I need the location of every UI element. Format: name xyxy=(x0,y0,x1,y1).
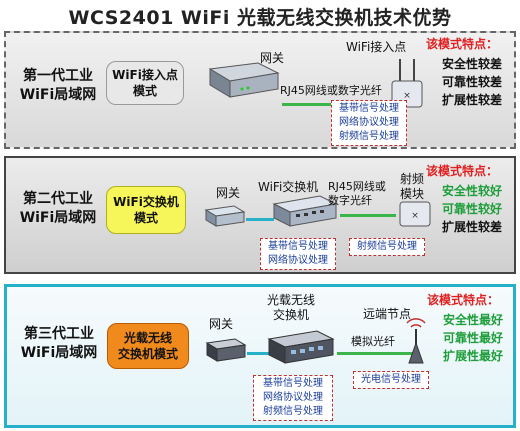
gen2-rf-label: 射频 模块 xyxy=(400,172,425,201)
gen2-label: 第二代工业 WiFi局域网 xyxy=(19,191,97,226)
gen3-processing-box: 基带信号处理 网络协议处理 射频信号处理 xyxy=(253,375,333,421)
gen3-box-item: 光电信号处理 xyxy=(361,374,421,385)
page-title: WCS2401 WiFi 光载无线交换机技术优势 xyxy=(68,7,452,29)
gen2-link-line xyxy=(340,214,396,217)
gen2-rf-module-icon: × xyxy=(399,201,431,227)
gen2-box-item: 网络协议处理 xyxy=(268,255,328,266)
gen3-feature-title: 该模式特点： xyxy=(427,293,500,307)
gen3-box-item: 网络协议处理 xyxy=(263,392,323,403)
gen2-box-item: 射频信号处理 xyxy=(357,241,417,252)
gen1-label: 第一代工业 WiFi局域网 xyxy=(19,68,97,103)
gen2-panel: 第二代工业 WiFi局域网 WiFi交换机 模式 网关 WiFi交换机 RJ45… xyxy=(4,156,516,274)
gen2-gateway-link xyxy=(246,218,274,221)
gen1-feature-title: 该模式特点： xyxy=(426,37,499,51)
gen1-processing-box: 基带信号处理 网络协议处理 射频信号处理 xyxy=(331,100,407,146)
gen1-feature-item: 安全性较差 xyxy=(442,57,503,71)
gen3-remote-node-icon xyxy=(406,318,426,364)
gen3-box-item: 基带信号处理 xyxy=(263,378,323,389)
gen1-feature-list: 安全性较差 可靠性较差 扩展性较差 xyxy=(442,55,502,109)
gen3-feature-list: 安全性最好 可靠性最好 扩展性最好 xyxy=(443,311,503,365)
gen2-feature-item: 可靠性较好 xyxy=(442,202,503,216)
gen1-panel: 第一代工业 WiFi局域网 WiFi接入点 模式 网关 RJ45网线或数字光纤 … xyxy=(4,31,516,149)
svg-text:×: × xyxy=(411,211,419,221)
gen3-label: 第三代工业 WiFi局域网 xyxy=(20,326,98,361)
gen2-link-label: RJ45网线或 数字光纤 xyxy=(328,180,386,207)
gen2-mode-badge: WiFi交换机 模式 xyxy=(106,186,186,234)
gen2-feature-item: 安全性较好 xyxy=(442,184,503,198)
gen1-feature-item: 可靠性较差 xyxy=(442,75,503,89)
gen1-ap-label: WiFi接入点 xyxy=(346,40,407,54)
gen2-box-item: 基带信号处理 xyxy=(268,241,328,252)
gen2-gateway-device-icon xyxy=(204,205,246,227)
gen2-feature-title: 该模式特点： xyxy=(426,164,499,178)
gen3-gateway-device-icon xyxy=(205,338,247,362)
gen3-gateway-label: 网关 xyxy=(209,317,234,331)
gen1-box-item: 网络协议处理 xyxy=(339,117,399,128)
gen1-box-item: 射频信号处理 xyxy=(339,131,399,142)
gen3-mode-badge: 光载无线 交换机模式 xyxy=(107,323,189,369)
gen2-feature-list: 安全性较好 可靠性较好 扩展性较差 xyxy=(442,182,502,236)
gen3-oe-processing-box: 光电信号处理 xyxy=(353,371,429,389)
svg-text:×: × xyxy=(403,91,411,101)
gen3-switch-icon xyxy=(267,330,335,364)
gen2-processing-box: 基带信号处理 网络协议处理 xyxy=(260,238,336,270)
gen3-feature-item: 扩展性最好 xyxy=(443,349,504,363)
gen3-gateway-link xyxy=(247,352,269,355)
gen3-switch-label: 光载无线 交换机 xyxy=(267,293,316,322)
gen1-box-item: 基带信号处理 xyxy=(339,103,399,114)
gen3-feature-item: 安全性最好 xyxy=(443,313,504,327)
gen2-feature-item: 扩展性较差 xyxy=(442,220,503,234)
gen1-gateway-label: 网关 xyxy=(260,51,285,65)
gen3-panel: 第三代工业 WiFi局域网 光载无线 交换机模式 网关 光载无线 交换机 模拟光… xyxy=(4,284,516,428)
gen2-gateway-label: 网关 xyxy=(216,186,241,200)
gen3-feature-item: 可靠性最好 xyxy=(443,331,504,345)
gen2-switch-icon xyxy=(272,195,338,227)
gen1-feature-item: 扩展性较差 xyxy=(442,93,503,107)
gen1-gateway-device-icon xyxy=(208,62,280,98)
gen3-node-label: 远端节点 xyxy=(363,307,412,321)
gen1-mode-badge: WiFi接入点 模式 xyxy=(106,61,184,105)
gen3-link-label: 模拟光纤 xyxy=(351,335,395,348)
gen3-link-line xyxy=(337,352,413,355)
gen3-box-item: 射频信号处理 xyxy=(263,406,323,417)
gen1-link-label: RJ45网线或数字光纤 xyxy=(280,84,382,97)
gen2-rf-processing-box: 射频信号处理 xyxy=(349,238,425,256)
gen2-switch-label: WiFi交换机 xyxy=(258,180,319,194)
